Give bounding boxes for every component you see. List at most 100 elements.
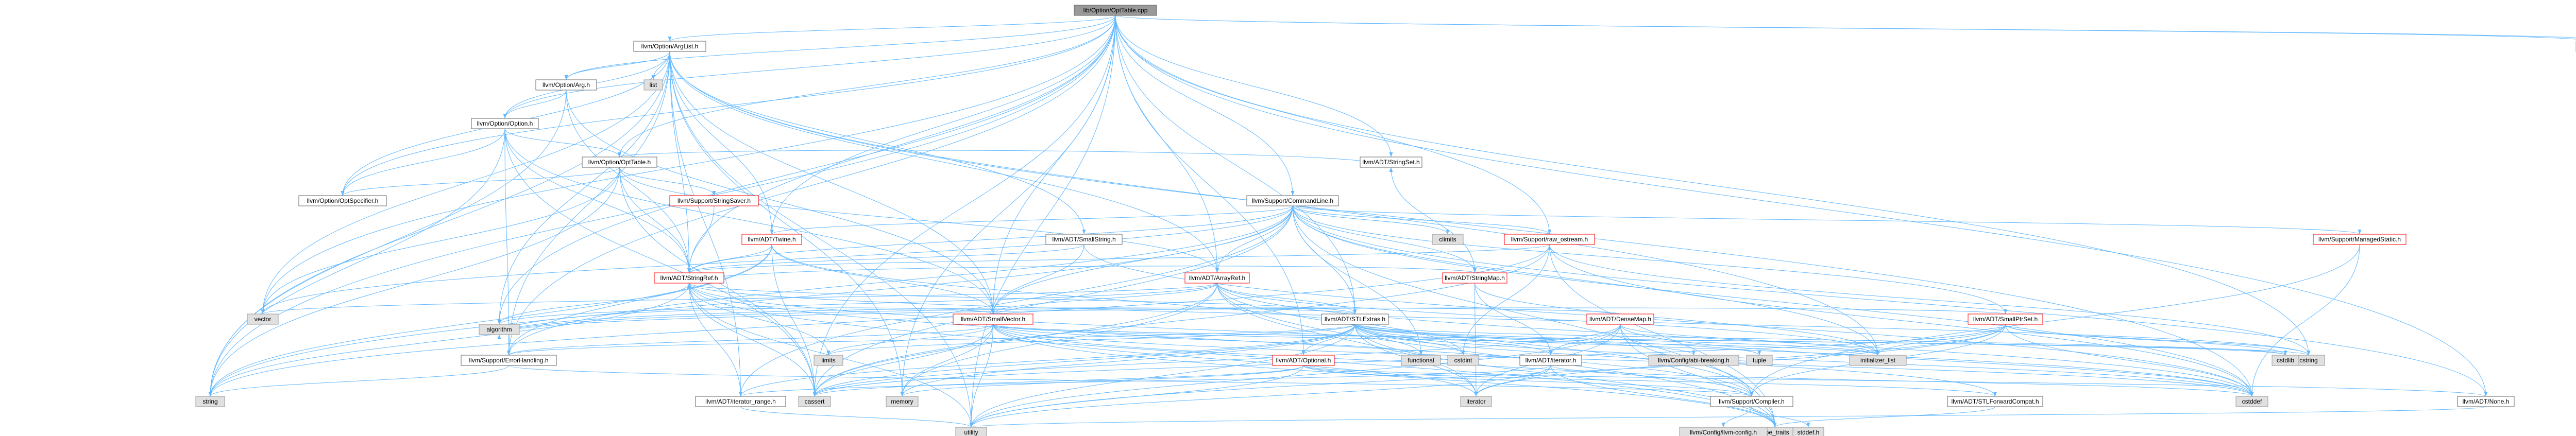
- graph-node-utility[interactable]: utility: [955, 427, 987, 436]
- edge-arrowhead-optional-to-stlforward: [1993, 392, 1997, 396]
- graph-node-label: llvm/Option/OptTable.h: [588, 159, 651, 166]
- graph-node-none[interactable]: llvm/ADT/None.h: [2457, 396, 2515, 407]
- graph-node-memory[interactable]: memory: [886, 396, 919, 407]
- graph-node-smallvector[interactable]: llvm/ADT/SmallVector.h: [953, 313, 1033, 325]
- graph-node-vector[interactable]: vector: [247, 313, 279, 325]
- graph-node-stlforward[interactable]: llvm/ADT/STLForwardCompat.h: [1947, 396, 2043, 407]
- edge-arrowhead-managedstatic-to-compiler: [1750, 392, 1754, 396]
- graph-node-stringsaver[interactable]: llvm/Support/StringSaver.h: [669, 195, 759, 206]
- graph-node-optspecifier[interactable]: llvm/Option/OptSpecifier.h: [298, 195, 387, 206]
- edge-stlextras-to-utility: [971, 324, 1355, 428]
- graph-node-label: llvm/Support/ErrorHandling.h: [469, 357, 548, 364]
- graph-node-option[interactable]: llvm/Option/Option.h: [471, 118, 539, 129]
- graph-node-box: [195, 396, 225, 407]
- graph-node-label: llvm/Config/llvm-config.h: [1690, 429, 1757, 436]
- graph-node-arg[interactable]: llvm/Option/Arg.h: [535, 79, 597, 91]
- graph-node-stddef[interactable]: stddef.h: [1792, 427, 1824, 436]
- edge-root-to-errorhandling: [509, 15, 1116, 356]
- graph-node-stringset[interactable]: llvm/ADT/StringSet.h: [1360, 156, 1422, 168]
- edge-arglist-to-smallvector: [669, 51, 993, 315]
- edge-opttable-to-stringref: [619, 167, 689, 273]
- graph-node-stringref[interactable]: llvm/ADT/StringRef.h: [654, 272, 724, 284]
- edge-option-to-smallvector: [504, 128, 993, 315]
- graph-node-box: [1710, 396, 1793, 407]
- graph-node-initlist[interactable]: initializer_list: [1849, 355, 1907, 366]
- edge-smallptrset-to-cstddef: [2005, 324, 2252, 397]
- graph-node-iterator_range[interactable]: llvm/ADT/iterator_range.h: [695, 396, 786, 407]
- edge-stringref-to-string: [210, 283, 689, 397]
- graph-node-smallstring[interactable]: llvm/ADT/SmallString.h: [1045, 234, 1123, 245]
- graph-node-adtiterator[interactable]: llvm/ADT/iterator.h: [1519, 355, 1582, 366]
- graph-node-box: [2272, 355, 2299, 366]
- edge-arrowhead-smallptrset-to-algorithm: [497, 335, 501, 339]
- graph-node-densemap[interactable]: llvm/ADT/DenseMap.h: [1586, 313, 1654, 325]
- graph-node-box: [535, 79, 597, 91]
- edge-root-to-memory: [902, 15, 1116, 397]
- edge-root-to-algorithm: [499, 15, 1116, 325]
- graph-node-compiler[interactable]: llvm/Support/Compiler.h: [1710, 396, 1793, 407]
- graph-node-arrayref[interactable]: llvm/ADT/ArrayRef.h: [1184, 272, 1250, 284]
- edge-optional-to-stlforward: [1303, 365, 1995, 397]
- edge-arrowhead-stlforward-to-typetraits: [1773, 423, 1777, 427]
- edge-adtiterator-to-iterator: [1476, 365, 1551, 397]
- graph-node-box: [955, 427, 987, 436]
- edge-stringmap-to-stringref: [689, 266, 1475, 284]
- graph-node-optional[interactable]: llvm/ADT/Optional.h: [1272, 355, 1335, 366]
- edge-smallvector-to-cassert: [814, 324, 993, 397]
- graph-node-managedstatic[interactable]: llvm/Support/ManagedStatic.h: [2313, 234, 2406, 245]
- edge-stringset-to-stringmap: [1391, 167, 1475, 273]
- graph-node-limits[interactable]: limits: [814, 355, 843, 366]
- graph-node-box: [814, 355, 843, 366]
- edge-arrowhead-arg-to-option: [503, 114, 507, 118]
- edge-root-to-optspecifier: [342, 15, 1116, 196]
- graph-node-configbreaking[interactable]: llvm/Config/abi-breaking.h: [1648, 355, 1739, 366]
- edge-root-to-cstring: [1115, 15, 2309, 356]
- edge-stlextras-to-cassert: [814, 324, 1355, 397]
- graph-node-box: [1849, 355, 1907, 366]
- edge-stlextras-to-cstddef: [1354, 324, 2252, 397]
- edge-commandline-to-stringmap: [1292, 205, 1475, 273]
- edge-arrowhead-commandline-to-smallptrset: [2004, 309, 2007, 314]
- graph-node-tuple[interactable]: tuple: [1746, 355, 1773, 366]
- graph-node-label: llvm/Option/Option.h: [477, 120, 533, 127]
- edge-arrowhead-arrayref-to-algorithm: [497, 320, 501, 324]
- graph-node-cstddef[interactable]: cstddef: [2235, 396, 2268, 407]
- graph-node-label: llvm/ADT/SmallVector.h: [961, 316, 1025, 323]
- graph-node-label: llvm/ADT/SmallString.h: [1052, 236, 1115, 243]
- graph-node-opttable[interactable]: llvm/Option/OptTable.h: [582, 156, 657, 168]
- graph-node-rawostream[interactable]: llvm/Support/raw_ostream.h: [1504, 234, 1595, 245]
- graph-node-cstdlib[interactable]: cstdlib: [2272, 355, 2299, 366]
- graph-node-arglist[interactable]: llvm/Option/ArgList.h: [633, 41, 706, 52]
- graph-node-box: [1246, 195, 1339, 206]
- graph-node-label: llvm/ADT/StringRef.h: [660, 274, 718, 282]
- edge-commandline-to-stringref: [689, 205, 1293, 273]
- graph-node-cstdint[interactable]: cstdint: [1447, 355, 1479, 366]
- graph-node-cstring[interactable]: cstring: [2292, 355, 2325, 366]
- graph-node-box: [695, 396, 786, 407]
- edge-arrowhead-arrayref-to-vector: [261, 309, 265, 314]
- graph-node-label: llvm/ADT/StringSet.h: [1362, 159, 1419, 166]
- graph-node-errorhandling[interactable]: llvm/Support/ErrorHandling.h: [461, 355, 557, 366]
- edge-managedstatic-to-cstddef: [2251, 244, 2360, 397]
- edge-option-to-string: [210, 128, 505, 397]
- edge-stringref-to-compiler: [689, 283, 1752, 397]
- graph-node-string[interactable]: string: [195, 396, 225, 407]
- edge-twine-to-string: [210, 244, 772, 397]
- graph-node-stlextras[interactable]: llvm/ADT/STLExtras.h: [1321, 313, 1389, 325]
- graph-node-label: iterator: [1466, 398, 1485, 405]
- graph-node-twine[interactable]: llvm/ADT/Twine.h: [741, 234, 802, 245]
- graph-node-box: [1947, 396, 2043, 407]
- graph-node-climits[interactable]: climits: [1432, 234, 1464, 245]
- edge-densemap-to-cstddef: [1620, 324, 2252, 397]
- graph-node-algorithm[interactable]: algorithm: [479, 324, 520, 335]
- graph-node-root[interactable]: lib/Option/OptTable.cpp: [1074, 5, 1157, 16]
- graph-node-smallptrset[interactable]: llvm/ADT/SmallPtrSet.h: [1968, 313, 2043, 325]
- graph-node-stringmap[interactable]: llvm/ADT/StringMap.h: [1442, 272, 1507, 284]
- graph-node-functional[interactable]: functional: [1401, 355, 1441, 366]
- graph-node-box: [1504, 234, 1595, 245]
- graph-node-commandline[interactable]: llvm/Support/CommandLine.h: [1246, 195, 1339, 206]
- graph-node-llvmconfig[interactable]: llvm/Config/llvm-config.h: [1679, 427, 1768, 436]
- graph-node-cassert[interactable]: cassert: [798, 396, 831, 407]
- graph-node-list[interactable]: list: [643, 79, 663, 91]
- graph-node-iterator[interactable]: iterator: [1460, 396, 1492, 407]
